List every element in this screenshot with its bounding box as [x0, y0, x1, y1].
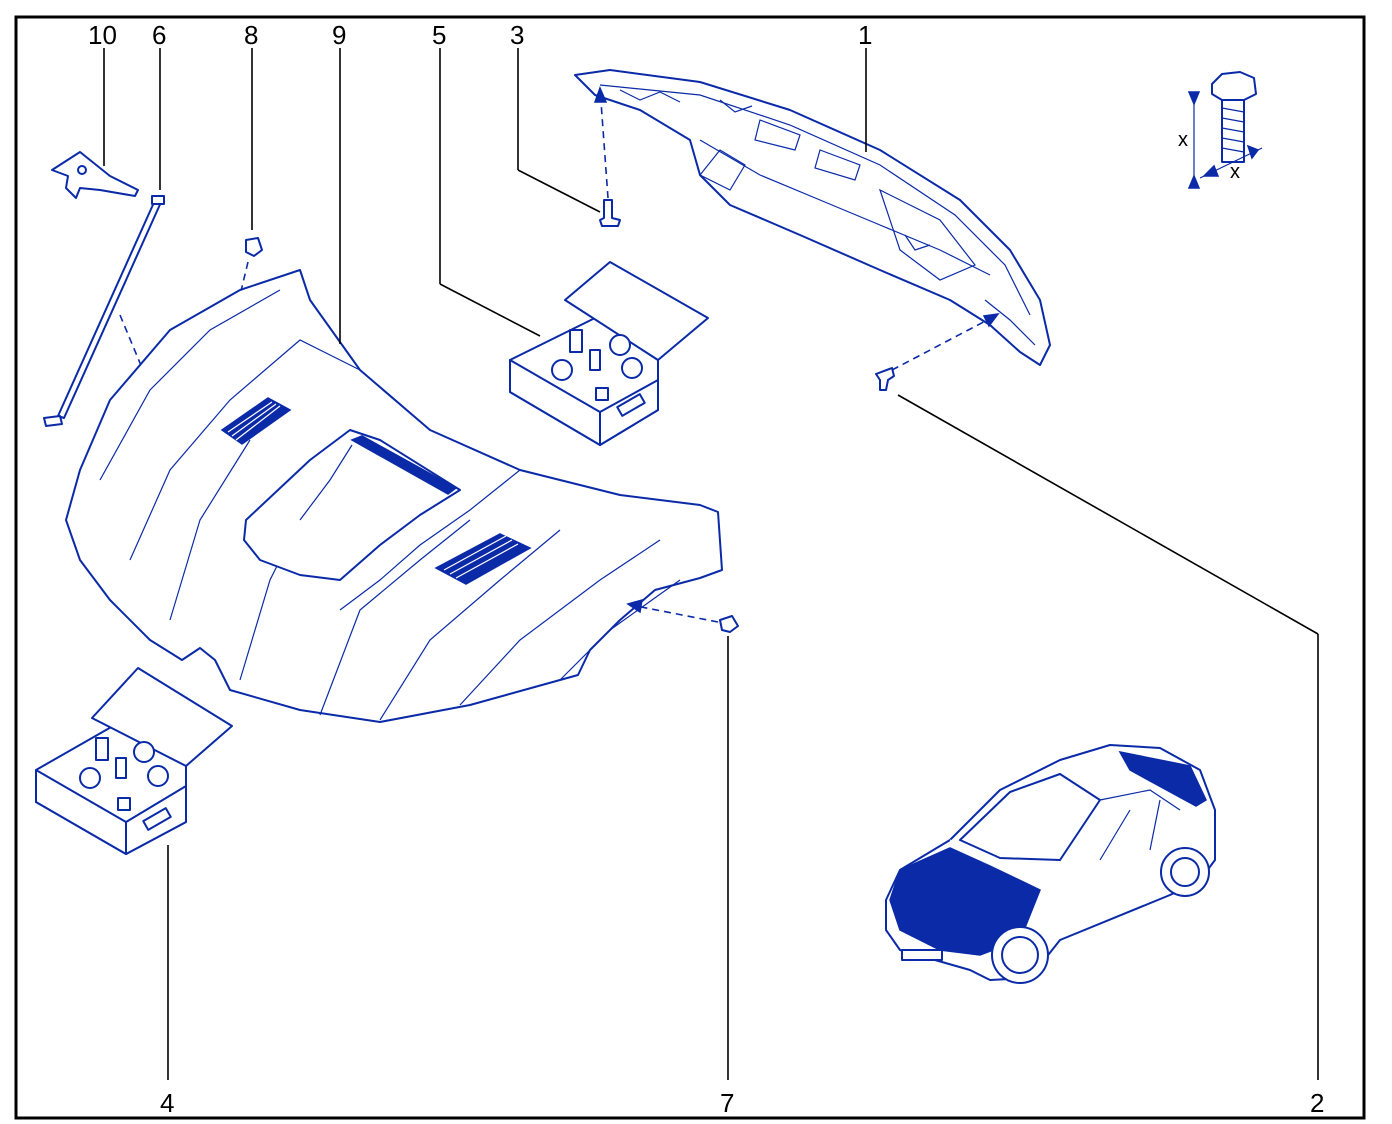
callout-6: 6	[152, 20, 166, 50]
bonnet-vent-left	[220, 397, 292, 445]
part-2-screw	[875, 313, 1000, 391]
callout-1: 1	[858, 20, 872, 50]
callout-2: 2	[1310, 1088, 1324, 1118]
callout-5: 5	[432, 20, 446, 50]
torque-label-x-vertical: x	[1178, 129, 1188, 151]
callout-leader-lines	[103, 48, 1319, 1080]
part-9-bonnet	[65, 269, 723, 723]
callout-4: 4	[160, 1088, 174, 1118]
part-1-rear-spoiler	[574, 69, 1051, 366]
vehicle-location-illustration	[885, 744, 1216, 984]
callout-9: 9	[332, 20, 346, 50]
part-4-fitting-kit-box	[35, 667, 233, 855]
part-3-screw	[593, 85, 621, 227]
callout-numbers: 1 2 3 4 5 6 7 8 9 10	[88, 20, 1324, 1118]
part-5-fitting-kit-box	[509, 261, 709, 446]
callout-8: 8	[244, 20, 258, 50]
torque-bolt-icon: x x	[1178, 71, 1263, 189]
diagram-frame	[14, 15, 1366, 1120]
part-10-bracket	[51, 151, 139, 199]
part-6-support-rod	[43, 195, 173, 441]
part-7-clip	[626, 598, 739, 633]
torque-label-x-diagonal: x	[1230, 161, 1240, 183]
callout-10: 10	[88, 20, 117, 50]
bonnet-vent-right	[434, 533, 532, 585]
callout-3: 3	[510, 20, 524, 50]
callout-7: 7	[720, 1088, 734, 1118]
